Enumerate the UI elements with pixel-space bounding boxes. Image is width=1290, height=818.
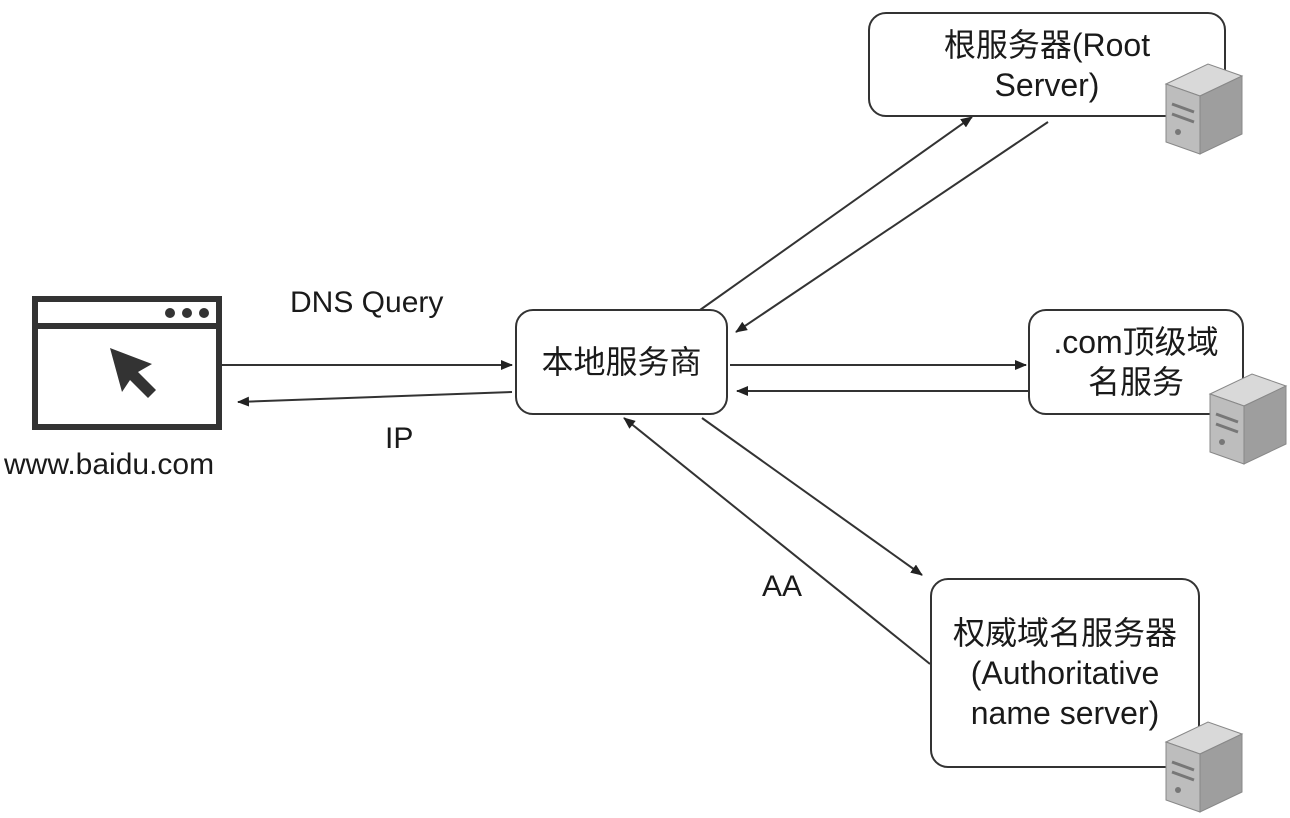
edge-label-aa: AA bbox=[762, 570, 803, 603]
authoritative-server-tower-icon bbox=[1164, 721, 1244, 813]
local-dns-node[interactable]: 本地服务商 bbox=[515, 309, 728, 415]
root-server-line1: 根服务器(Root bbox=[943, 26, 1151, 63]
arrow-local-to-browser bbox=[237, 391, 513, 407]
arrow-auth-to-local bbox=[623, 417, 931, 665]
authoritative-line3: name server) bbox=[970, 695, 1160, 731]
tld-server-line1: .com顶级域 bbox=[1053, 324, 1219, 360]
edge-label-ip: IP bbox=[385, 422, 414, 455]
arrow-root-to-local bbox=[735, 121, 1049, 333]
arrow-local-to-root bbox=[699, 116, 973, 311]
authoritative-server-node[interactable]: 权威域名服务器 (Authoritative name server) bbox=[930, 578, 1200, 768]
tld-server-node[interactable]: .com顶级域 名服务 bbox=[1028, 309, 1244, 415]
root-server-line2: Server) bbox=[994, 66, 1100, 103]
tld-server-tower-icon bbox=[1208, 373, 1288, 465]
arrow-local-to-auth bbox=[701, 417, 923, 576]
edge-label-dns-query: DNS Query bbox=[290, 286, 444, 319]
root-server-tower-icon bbox=[1164, 63, 1244, 155]
browser-caption: www.baidu.com bbox=[4, 448, 215, 481]
local-dns-label: 本地服务商 bbox=[541, 344, 702, 380]
authoritative-line2: (Authoritative bbox=[970, 655, 1160, 691]
authoritative-line1: 权威域名服务器 bbox=[952, 615, 1177, 651]
browser-window-cursor-icon bbox=[32, 296, 222, 430]
tld-server-line2: 名服务 bbox=[1087, 364, 1184, 400]
